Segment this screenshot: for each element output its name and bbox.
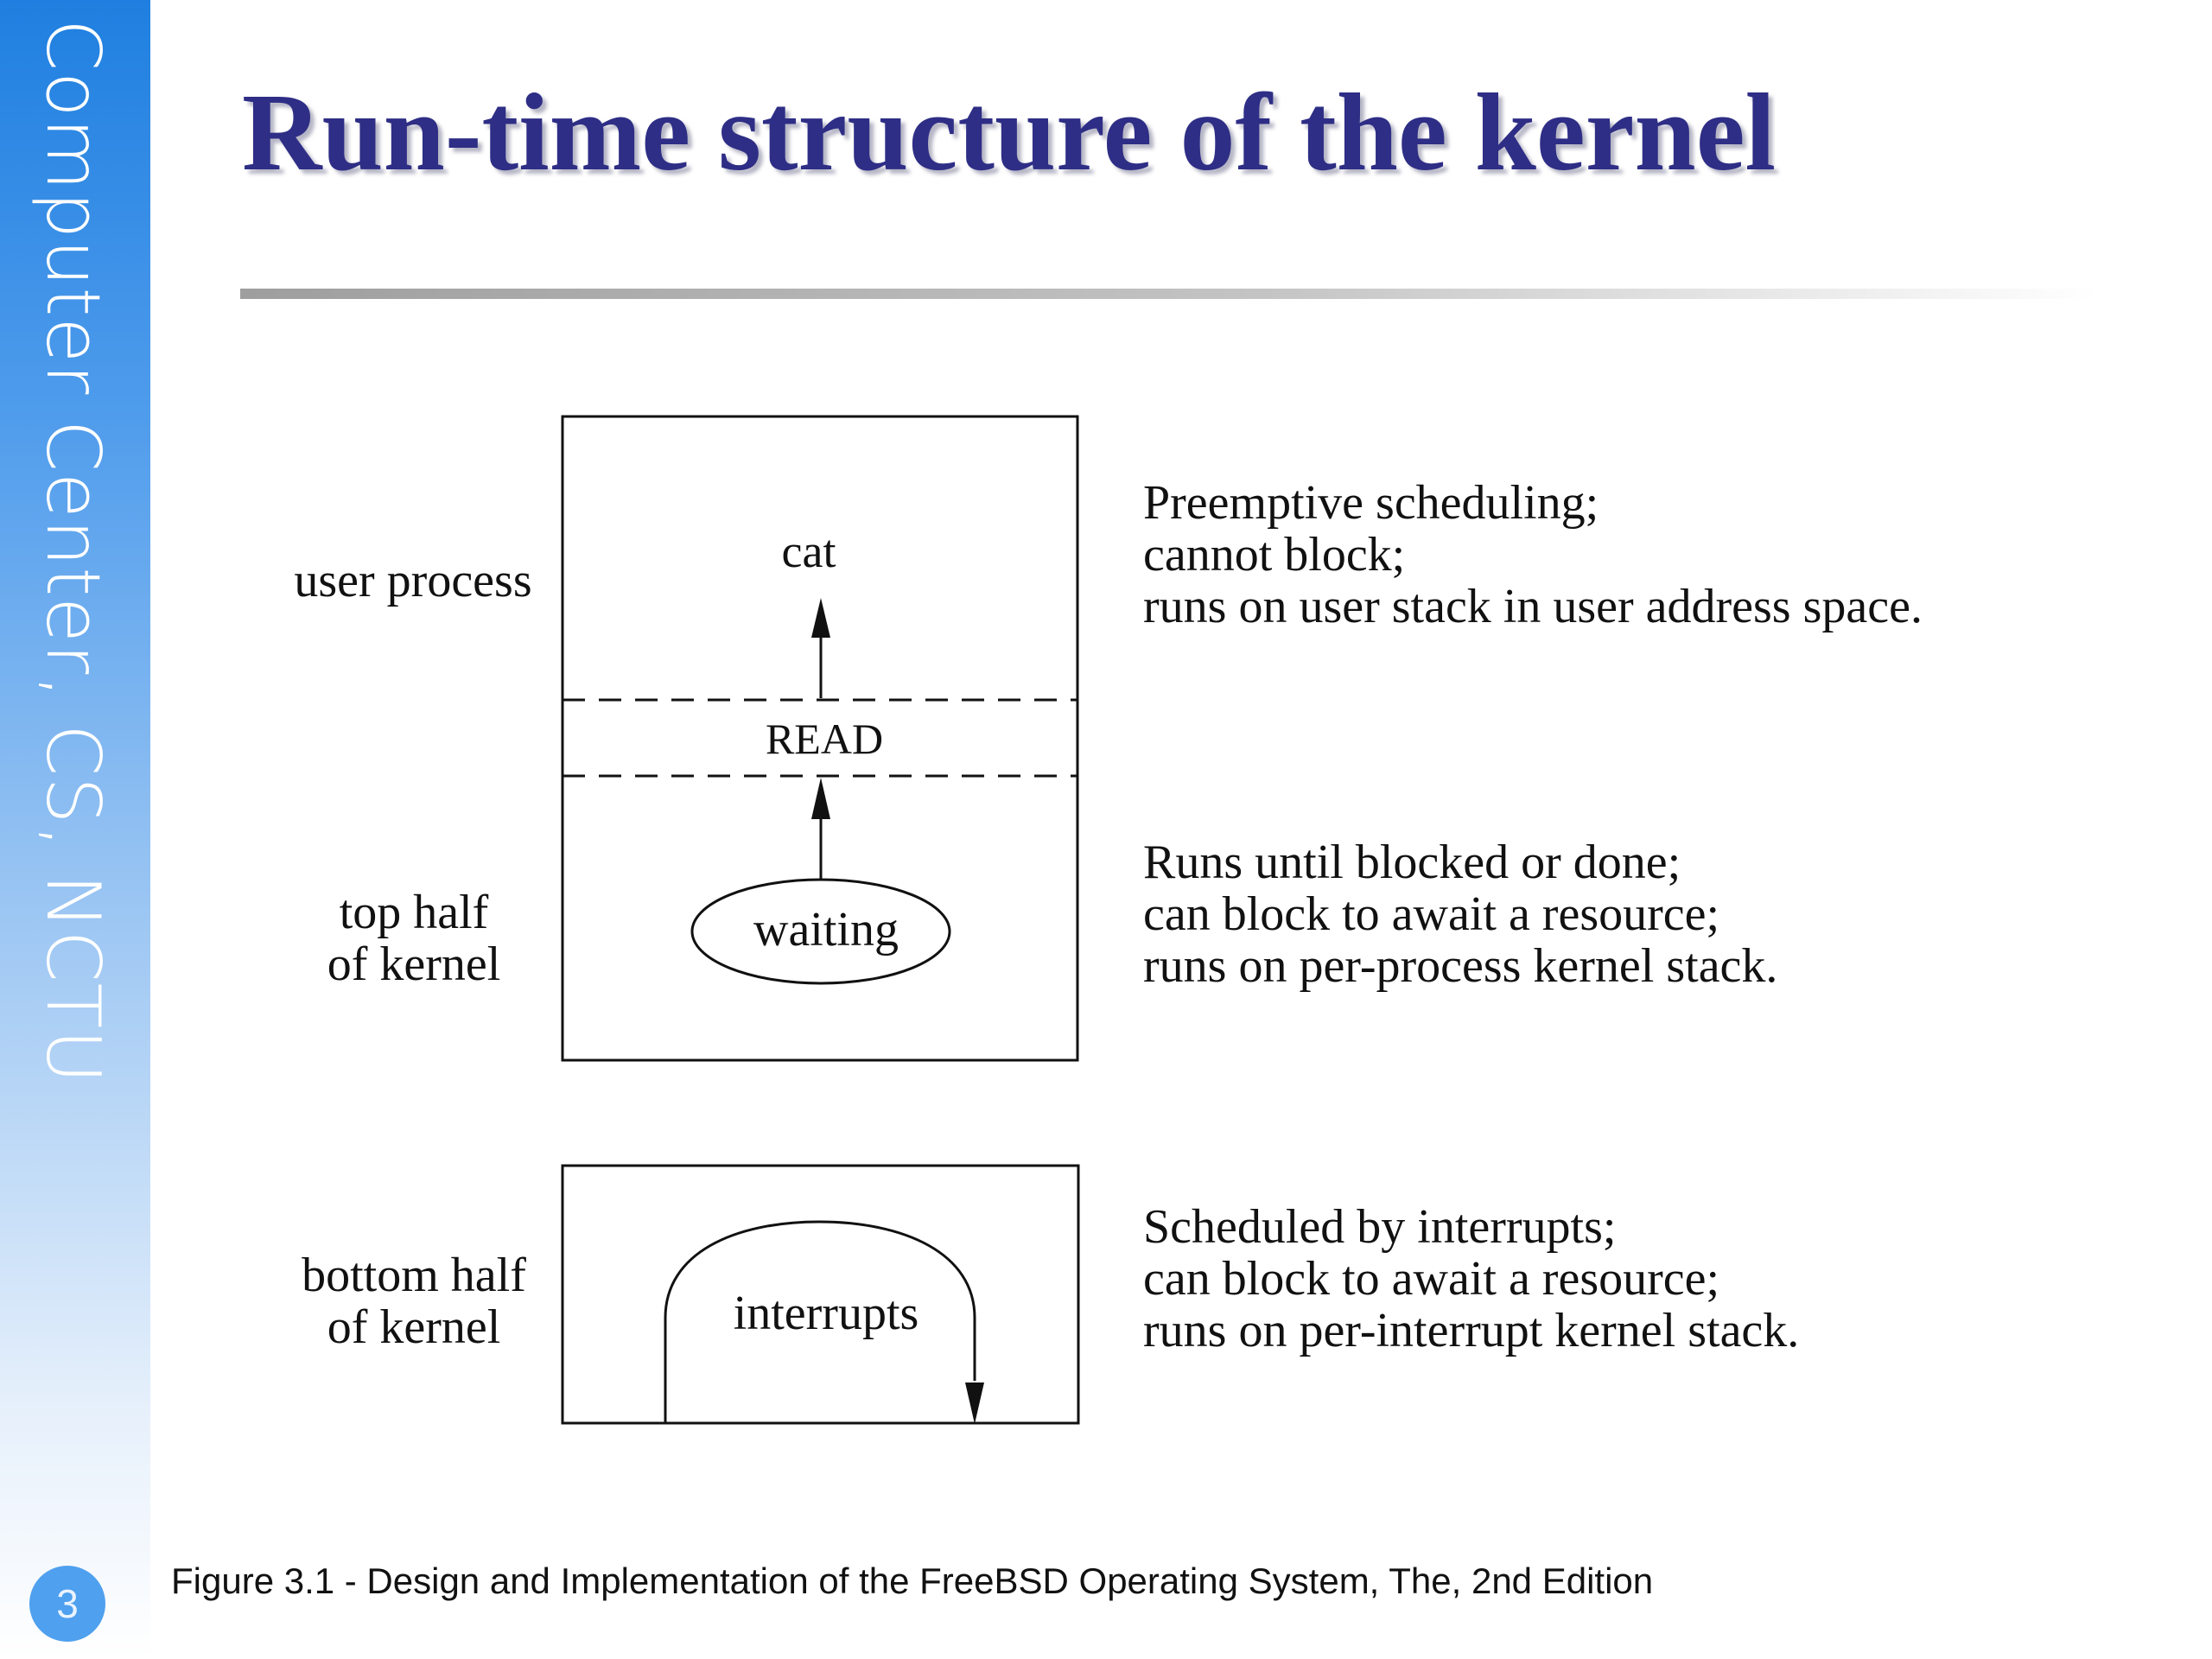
desc-user-line1: Preemptive scheduling; [1143,476,1599,530]
node-waiting: waiting [753,903,899,957]
waiting-ellipse [690,878,951,985]
label-top-half-line1: top half [340,886,489,939]
arrow-read-to-cat-head [811,598,830,638]
label-top-half-line2: of kernel [327,938,501,991]
label-user-process: user process [294,554,531,607]
desc-top-line1: Runs until blocked or done; [1143,836,1681,889]
label-bottom-half-line2: of kernel [327,1300,501,1354]
desc-bottom-line1: Scheduled by interrupts; [1143,1200,1616,1254]
desc-user-line2: cannot block; [1143,528,1405,582]
interrupt-arrow-head [965,1382,984,1424]
desc-top-line3: runs on per-process kernel stack. [1143,939,1777,993]
title-divider [240,289,2098,299]
arrow-waiting-to-read-head [811,778,830,819]
label-bottom-half-line1: bottom half [302,1249,526,1302]
figure-caption: Figure 3.1 - Design and Implementation o… [171,1560,1654,1601]
page-title: Run-time structure of the kernel [242,71,1777,194]
page-number-badge: 3 [29,1566,105,1642]
node-read: READ [766,715,883,763]
node-interrupts: interrupts [734,1287,919,1340]
lower-box [561,1164,1080,1425]
desc-user-line3: runs on user stack in user address space… [1143,580,1923,633]
interrupt-arch-path [664,1220,976,1423]
desc-bottom-line3: runs on per-interrupt kernel stack. [1143,1304,1799,1357]
sidebar-band: Computer Center, CS, NCTU [0,0,150,1659]
desc-bottom-line2: can block to await a resource; [1143,1252,1719,1306]
upper-box [561,415,1079,1062]
desc-top-line2: can block to await a resource; [1143,887,1719,941]
node-cat: cat [782,525,836,577]
